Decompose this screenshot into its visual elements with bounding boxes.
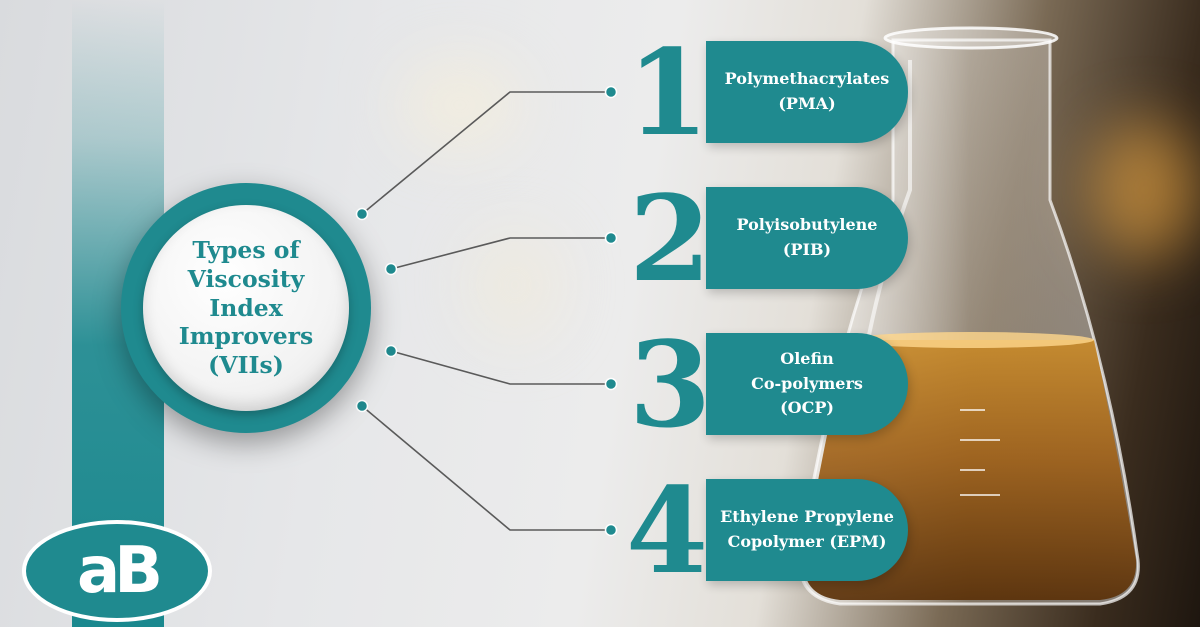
brand-logo: aB: [22, 520, 212, 622]
type-pill-1: Polymethacrylates (PMA): [706, 41, 908, 143]
hub-title: Types of Viscosity Index Improvers (VIIs…: [178, 235, 314, 380]
type-label-3: Olefin Co-polymers (OCP): [751, 348, 863, 418]
type-pill-2: Polyisobutylene (PIB): [706, 187, 908, 289]
type-number-2: 2: [628, 169, 712, 308]
connector-4: [361, 405, 611, 531]
connector-dot: [604, 85, 618, 99]
type-label-1: Polymethacrylates (PMA): [724, 69, 890, 113]
type-number-4: 4: [625, 461, 709, 600]
connector-1: [361, 91, 611, 215]
connector-dot: [604, 231, 618, 245]
connector-dot: [604, 523, 618, 537]
type-label-4: Ethylene Propylene Copolymer (EPM): [720, 507, 894, 551]
connector-dot: [604, 377, 618, 391]
connector-dot: [384, 262, 398, 276]
bokeh-light: [400, 60, 520, 150]
connector-dot: [355, 399, 369, 413]
logo-text: aB: [77, 534, 163, 608]
bokeh-light: [1090, 120, 1200, 260]
connector-2: [390, 237, 611, 270]
type-number-3: 3: [628, 315, 712, 454]
connector-3: [390, 350, 611, 385]
type-pill-3: Olefin Co-polymers (OCP): [706, 333, 908, 435]
type-pill-4: Ethylene Propylene Copolymer (EPM): [706, 479, 908, 581]
type-number-1: 1: [626, 23, 710, 162]
hub-circle: Types of Viscosity Index Improvers (VIIs…: [143, 205, 349, 411]
bokeh-light: [470, 230, 560, 340]
connector-dot: [355, 207, 369, 221]
connector-dot: [384, 344, 398, 358]
type-label-2: Polyisobutylene (PIB): [736, 215, 878, 259]
